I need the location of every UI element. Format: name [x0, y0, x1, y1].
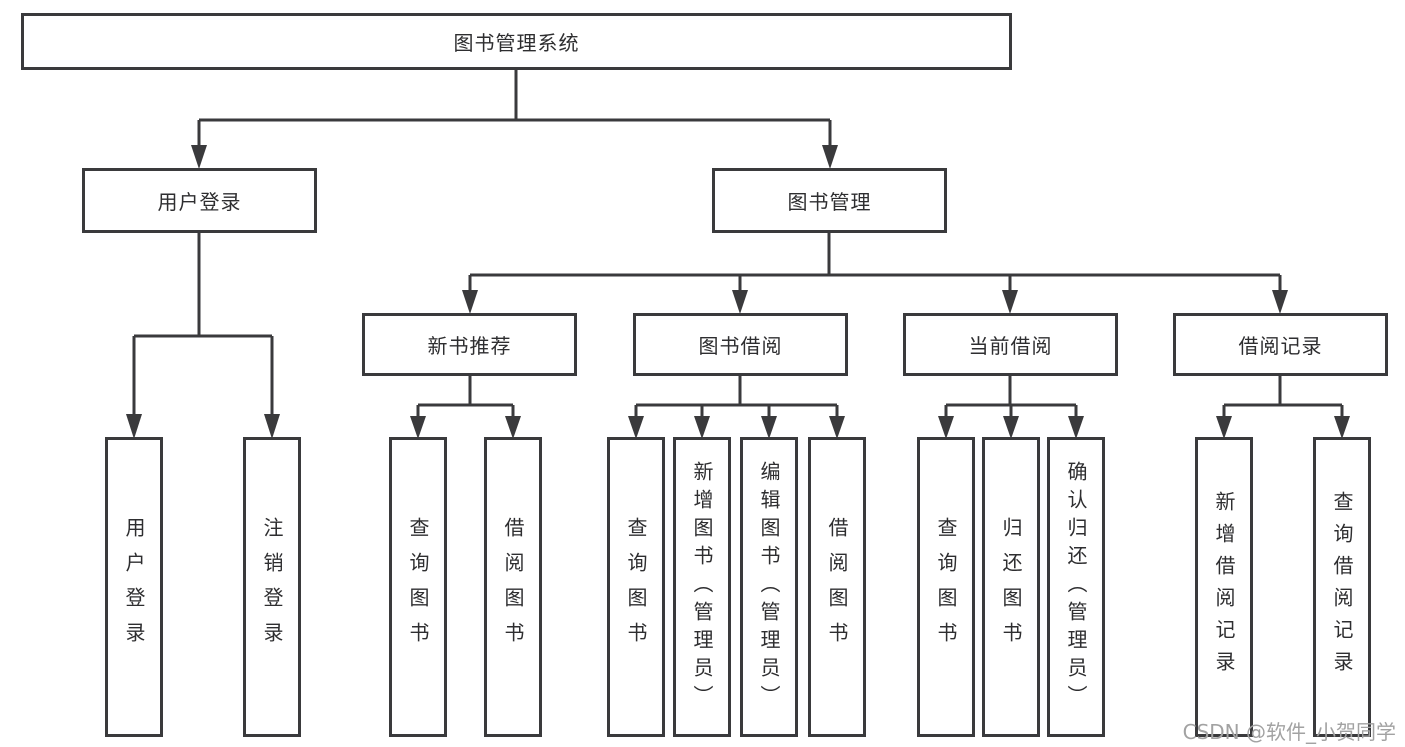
connector-newbooks-to-leaves — [416, 376, 515, 418]
leaf-bb-edit-books-admin: 编辑图书（管理员） — [740, 437, 798, 737]
leaf-bb-add-books-admin: 新增图书（管理员） — [673, 437, 731, 737]
arrowheads-newbooks-leaves — [410, 416, 521, 439]
leaf-cb-query-books: 查询图书 — [917, 437, 975, 737]
connector-userlogin-to-leaves — [132, 232, 274, 416]
arrowheads-userlogin-leaves — [126, 414, 280, 439]
node-label: 新书推荐 — [427, 334, 512, 358]
node-label: 确认归还（管理员） — [1064, 461, 1088, 713]
node-new-book-recommend: 新书推荐 — [362, 313, 577, 376]
node-label: 查询图书 — [624, 517, 648, 657]
leaf-cb-confirm-return-admin: 确认归还（管理员） — [1047, 437, 1105, 737]
arrowheads-level3 — [462, 290, 1288, 314]
node-label: 借阅记录 — [1238, 334, 1323, 358]
node-library-management-system: 图书管理系统 — [21, 13, 1012, 70]
node-label: 查询图书 — [406, 517, 430, 657]
leaf-bb-borrow-books: 借阅图书 — [808, 437, 866, 737]
node-label: 新增图书（管理员） — [690, 461, 714, 713]
node-label: 借阅图书 — [825, 517, 849, 657]
leaf-nb-query-books: 查询图书 — [389, 437, 447, 737]
arrowheads-currentborrow-leaves — [938, 416, 1084, 439]
connector-borrowrecords-to-leaves — [1222, 376, 1344, 418]
arrowheads-level2 — [191, 145, 838, 169]
connector-root-to-level2 — [197, 70, 832, 147]
node-label: 注销登录 — [260, 517, 284, 657]
node-label: 用户登录 — [122, 517, 146, 657]
connector-currentborrow-to-leaves — [944, 376, 1078, 418]
node-label: 新增借阅记录 — [1212, 491, 1236, 683]
leaf-logout: 注销登录 — [243, 437, 301, 737]
node-label: 图书管理系统 — [453, 31, 580, 55]
node-label: 查询借阅记录 — [1330, 491, 1354, 683]
node-label: 图书管理 — [787, 190, 872, 214]
leaf-bb-query-books: 查询图书 — [607, 437, 665, 737]
leaf-cb-return-books: 归还图书 — [982, 437, 1040, 737]
arrowheads-borrowrecords-leaves — [1216, 416, 1350, 439]
csdn-watermark: CSDN @软件_小贺同学 — [1182, 720, 1396, 744]
leaf-nb-borrow-books: 借阅图书 — [484, 437, 542, 737]
node-user-login: 用户登录 — [82, 168, 317, 233]
node-book-management: 图书管理 — [712, 168, 947, 233]
connector-bookmgmt-to-level3 — [468, 232, 1282, 292]
node-label: 查询图书 — [934, 517, 958, 657]
leaf-user-login: 用户登录 — [105, 437, 163, 737]
node-label: 当前借阅 — [968, 334, 1053, 358]
node-current-borrowing: 当前借阅 — [903, 313, 1118, 376]
leaf-br-query-record: 查询借阅记录 — [1313, 437, 1371, 737]
arrowheads-bookborrow-leaves — [628, 416, 845, 439]
node-label: 用户登录 — [157, 190, 242, 214]
leaf-br-add-record: 新增借阅记录 — [1195, 437, 1253, 737]
node-label: 归还图书 — [999, 517, 1023, 657]
node-book-borrowing: 图书借阅 — [633, 313, 848, 376]
connector-bookborrow-to-leaves — [634, 376, 839, 418]
node-label: 借阅图书 — [501, 517, 525, 657]
node-label: 图书借阅 — [698, 334, 783, 358]
node-label: 编辑图书（管理员） — [757, 461, 781, 713]
node-borrowing-records: 借阅记录 — [1173, 313, 1388, 376]
